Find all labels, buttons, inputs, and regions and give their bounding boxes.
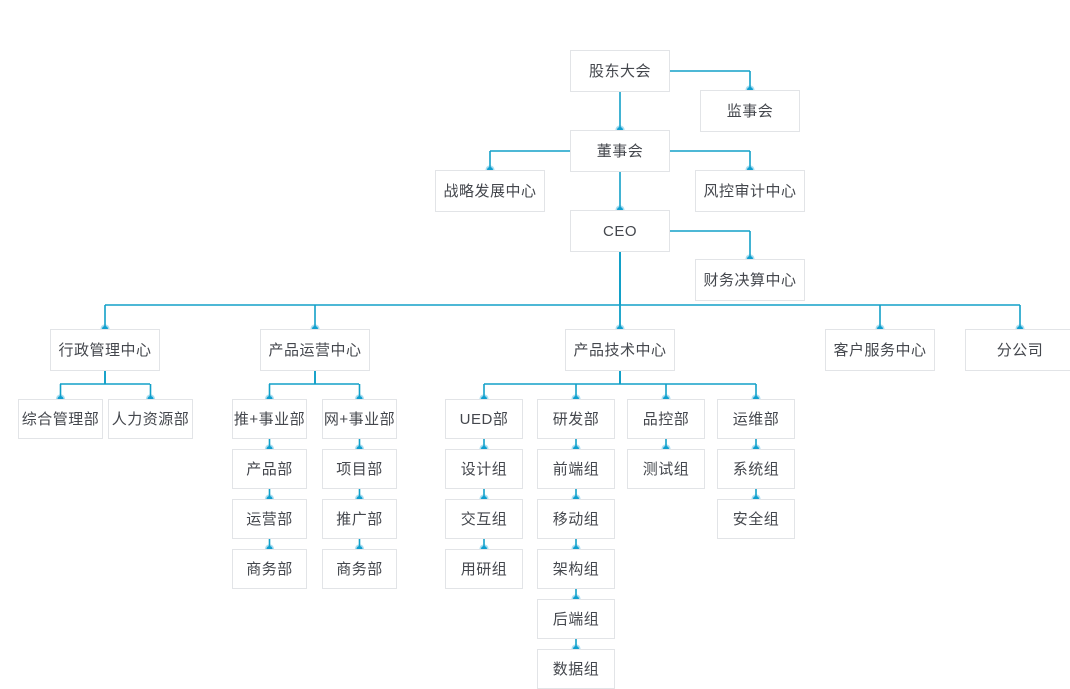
org-node-board[interactable]: 董事会 xyxy=(570,130,670,172)
org-node-label: 综合管理部 xyxy=(21,410,100,428)
org-node-label: 数据组 xyxy=(552,660,600,678)
org-node-business-dept-2[interactable]: 商务部 xyxy=(322,549,397,589)
org-node-label: 运营部 xyxy=(246,510,293,528)
org-node-hr[interactable]: 人力资源部 xyxy=(108,399,193,439)
org-node-promote-dept[interactable]: 推广部 xyxy=(322,499,397,539)
org-node-business-dept-1[interactable]: 商务部 xyxy=(232,549,307,589)
org-node-tui-bu[interactable]: 推+事业部 xyxy=(232,399,307,439)
org-node-label: 战略发展中心 xyxy=(443,182,537,200)
org-node-label: 商务部 xyxy=(336,560,383,578)
org-node-label: UED部 xyxy=(459,410,509,428)
org-node-general-admin[interactable]: 综合管理部 xyxy=(18,399,103,439)
org-node-strategy[interactable]: 战略发展中心 xyxy=(435,170,545,212)
org-node-label: 用研组 xyxy=(460,560,508,578)
org-node-ued-dept[interactable]: UED部 xyxy=(445,399,523,439)
org-node-label: 运维部 xyxy=(732,410,780,428)
org-node-test-team[interactable]: 测试组 xyxy=(627,449,705,489)
org-node-label: 后端组 xyxy=(552,610,600,628)
org-node-label: 架构组 xyxy=(552,560,600,578)
org-node-service-center[interactable]: 客户服务中心 xyxy=(825,329,935,371)
org-node-riskaudit[interactable]: 风控审计中心 xyxy=(695,170,805,212)
org-node-label: 风控审计中心 xyxy=(703,182,797,200)
org-node-tech-center[interactable]: 产品技术中心 xyxy=(565,329,675,371)
org-node-label: 推+事业部 xyxy=(233,410,306,428)
org-node-label: 产品部 xyxy=(246,460,293,478)
org-node-qc-dept[interactable]: 品控部 xyxy=(627,399,705,439)
org-node-rd-dept[interactable]: 研发部 xyxy=(537,399,615,439)
org-node-interact-team[interactable]: 交互组 xyxy=(445,499,523,539)
org-node-label: 项目部 xyxy=(336,460,383,478)
org-node-security-team[interactable]: 安全组 xyxy=(717,499,795,539)
org-node-design-team[interactable]: 设计组 xyxy=(445,449,523,489)
org-node-label: 客户服务中心 xyxy=(833,341,927,359)
org-node-mobile-team[interactable]: 移动组 xyxy=(537,499,615,539)
org-node-label: 前端组 xyxy=(552,460,600,478)
org-node-label: CEO xyxy=(602,222,637,240)
org-node-label: 行政管理中心 xyxy=(58,341,152,359)
org-node-frontend-team[interactable]: 前端组 xyxy=(537,449,615,489)
org-node-ops-center[interactable]: 产品运营中心 xyxy=(260,329,370,371)
org-node-label: 产品运营中心 xyxy=(268,341,362,359)
org-node-research-team[interactable]: 用研组 xyxy=(445,549,523,589)
org-node-label: 产品技术中心 xyxy=(573,341,667,359)
org-node-system-team[interactable]: 系统组 xyxy=(717,449,795,489)
org-node-label: 商务部 xyxy=(246,560,293,578)
org-node-label: 董事会 xyxy=(596,142,644,160)
org-node-label: 网+事业部 xyxy=(323,410,396,428)
org-node-ceo[interactable]: CEO xyxy=(570,210,670,252)
org-node-label: 品控部 xyxy=(642,410,690,428)
org-node-admin-center[interactable]: 行政管理中心 xyxy=(50,329,160,371)
org-node-branch[interactable]: 分公司 xyxy=(965,329,1070,371)
org-node-operation-dept[interactable]: 运营部 xyxy=(232,499,307,539)
org-node-label: 安全组 xyxy=(732,510,780,528)
org-node-wang-bu[interactable]: 网+事业部 xyxy=(322,399,397,439)
org-node-arch-team[interactable]: 架构组 xyxy=(537,549,615,589)
org-node-label: 研发部 xyxy=(552,410,600,428)
org-node-label: 测试组 xyxy=(642,460,690,478)
org-node-label: 交互组 xyxy=(460,510,508,528)
org-node-label: 财务决算中心 xyxy=(703,271,797,289)
org-node-label: 人力资源部 xyxy=(111,410,190,428)
org-node-shareholders[interactable]: 股东大会 xyxy=(570,50,670,92)
org-node-supervisors[interactable]: 监事会 xyxy=(700,90,800,132)
org-node-data-team[interactable]: 数据组 xyxy=(537,649,615,689)
org-node-label: 移动组 xyxy=(552,510,600,528)
org-node-project-dept[interactable]: 项目部 xyxy=(322,449,397,489)
org-node-label: 分公司 xyxy=(996,341,1044,359)
org-node-label: 监事会 xyxy=(726,102,774,120)
org-node-backend-team[interactable]: 后端组 xyxy=(537,599,615,639)
org-node-ops-dept[interactable]: 运维部 xyxy=(717,399,795,439)
org-node-label: 推广部 xyxy=(336,510,383,528)
org-node-finance[interactable]: 财务决算中心 xyxy=(695,259,805,301)
org-node-label: 股东大会 xyxy=(588,62,651,80)
org-node-label: 设计组 xyxy=(460,460,508,478)
org-node-label: 系统组 xyxy=(732,460,780,478)
org-node-product-dept[interactable]: 产品部 xyxy=(232,449,307,489)
